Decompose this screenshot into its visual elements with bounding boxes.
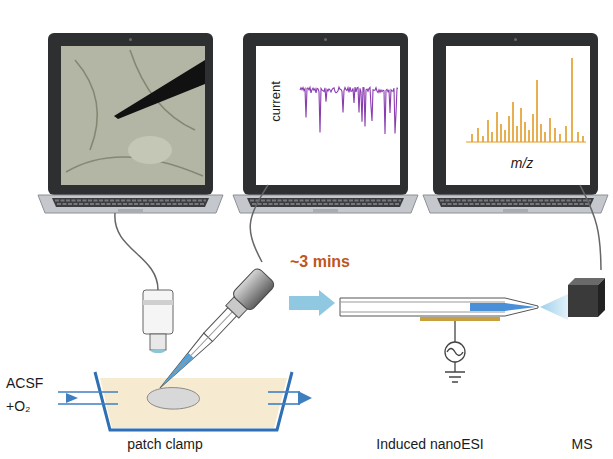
axis-title: current bbox=[269, 81, 284, 121]
inflow-label: +O₂ bbox=[6, 398, 31, 414]
microscope-image bbox=[61, 46, 205, 185]
spectrum-peak bbox=[544, 132, 546, 142]
setup-label: Induced nanoESI bbox=[376, 436, 483, 452]
cable bbox=[250, 185, 268, 262]
axis-title: m/z bbox=[511, 155, 534, 171]
spectrum-peak bbox=[549, 118, 551, 142]
laptop bbox=[38, 33, 223, 213]
patch-pipette bbox=[151, 267, 277, 397]
spectrum-peak bbox=[577, 132, 579, 142]
spectrum-peak bbox=[477, 128, 479, 142]
electrospray-plume bbox=[540, 294, 568, 320]
spectrum-peak bbox=[504, 130, 506, 142]
label-anchor: ACSF bbox=[6, 375, 43, 391]
spectrum-peak bbox=[482, 136, 484, 142]
transfer-arrow bbox=[289, 296, 319, 310]
spectrum-peak bbox=[496, 112, 498, 142]
spectrum-peak bbox=[487, 120, 489, 142]
spectrum-peak bbox=[540, 124, 542, 142]
spectrum-peak bbox=[512, 102, 514, 142]
spectrum-peak bbox=[582, 136, 584, 142]
cable bbox=[115, 213, 158, 290]
inflow-label: ACSF bbox=[6, 375, 43, 391]
spectrum-peak bbox=[565, 126, 567, 142]
mass-spectrum bbox=[466, 58, 586, 142]
setup-label: patch clamp bbox=[127, 436, 202, 452]
current-trace bbox=[300, 87, 398, 134]
label-anchor: +O₂ bbox=[6, 398, 31, 414]
microscope-objective bbox=[143, 290, 173, 353]
spectrum-peak bbox=[559, 134, 561, 142]
spectrum-peak bbox=[528, 130, 530, 142]
screen-panel: current bbox=[256, 46, 400, 185]
spectrum-peak bbox=[500, 124, 502, 142]
spectrum-peak bbox=[532, 114, 534, 142]
setup-region: patch clamp bbox=[95, 262, 287, 455]
instrument-region: MS bbox=[555, 270, 609, 455]
spectrum-peak bbox=[491, 132, 493, 142]
duration-label: ~3 mins bbox=[290, 253, 350, 271]
setup-region: Induced nanoESI bbox=[335, 280, 545, 455]
mass-spectrometer bbox=[568, 278, 605, 317]
instrument-label: MS bbox=[572, 436, 593, 452]
spectrum-peak bbox=[571, 58, 573, 142]
spectrum-baseline bbox=[466, 141, 586, 142]
spectrum-peak bbox=[524, 122, 526, 142]
spectrum-peak bbox=[536, 80, 538, 142]
cable bbox=[580, 185, 601, 270]
trace-line bbox=[300, 87, 398, 134]
spectrum-peak bbox=[508, 116, 510, 142]
nanoesi-emitter bbox=[340, 298, 538, 382]
spectrum-peak bbox=[554, 128, 556, 142]
laptop bbox=[233, 33, 418, 213]
screen-panel: m/z bbox=[446, 46, 590, 185]
recording-chamber bbox=[58, 372, 312, 430]
spectrum-peak bbox=[471, 134, 473, 142]
spectrum-peak bbox=[516, 126, 518, 142]
spectrum-peak bbox=[520, 108, 522, 142]
label-anchor: ~3 mins bbox=[290, 253, 350, 271]
